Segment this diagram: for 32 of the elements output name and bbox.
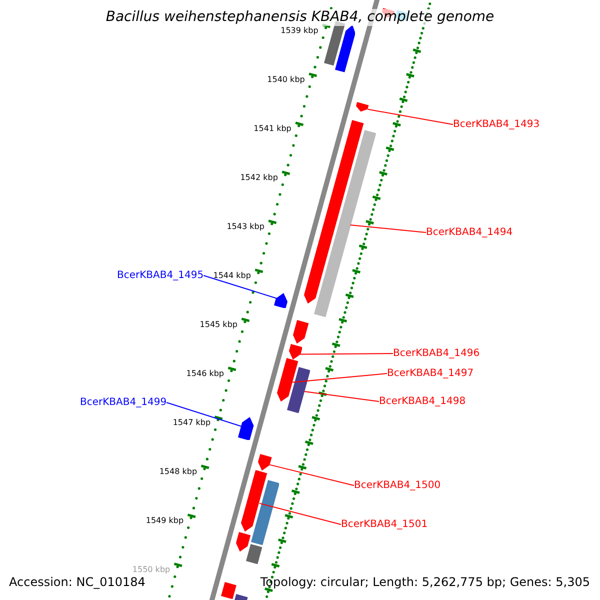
- gene-label: BcerKBAB4_1500: [354, 479, 441, 492]
- gene-label: BcerKBAB4_1497: [387, 367, 474, 380]
- scale-label: 1544 kbp: [213, 270, 251, 281]
- gene-label: BcerKBAB4_1495: [117, 269, 204, 282]
- scale-label: 1542 kbp: [240, 172, 278, 183]
- leader-line: [304, 391, 380, 402]
- scale-label: 1548 kbp: [159, 466, 198, 477]
- leader-line: [367, 108, 454, 125]
- scale-label: 1541 kbp: [254, 123, 292, 134]
- scale-label: 1545 kbp: [200, 319, 238, 330]
- leader-line: [166, 402, 242, 427]
- genome-info-text: Topology: circular; Length: 5,262,775 bp; Genes: 5,305: [260, 575, 590, 590]
- leader-line: [292, 373, 388, 383]
- leader-line: [258, 502, 342, 525]
- accession-text: Accession: NC_010184: [9, 575, 146, 590]
- scale-label: 1540 kbp: [267, 74, 305, 85]
- scale-label: 1547 kbp: [172, 417, 211, 428]
- leader-line: [269, 464, 354, 486]
- scale-label: 1546 kbp: [186, 368, 224, 379]
- gene-label: BcerKBAB4_1493: [453, 118, 540, 131]
- gene-label: BcerKBAB4_1496: [393, 347, 480, 360]
- gene-label: BcerKBAB4_1499: [80, 396, 167, 409]
- gene-label: BcerKBAB4_1498: [379, 395, 466, 408]
- scale-label: 1543 kbp: [226, 221, 264, 232]
- leader-line: [300, 353, 394, 355]
- scale-label: 1539 kbp: [280, 25, 318, 36]
- leader-line: [350, 224, 426, 233]
- gene-label: BcerKBAB4_1501: [341, 518, 428, 531]
- leader-line: [203, 275, 277, 299]
- scale-label: 1550 kbp: [132, 564, 170, 575]
- scale-label: 1549 kbp: [146, 515, 184, 526]
- gene-label: BcerKBAB4_1494: [426, 226, 513, 239]
